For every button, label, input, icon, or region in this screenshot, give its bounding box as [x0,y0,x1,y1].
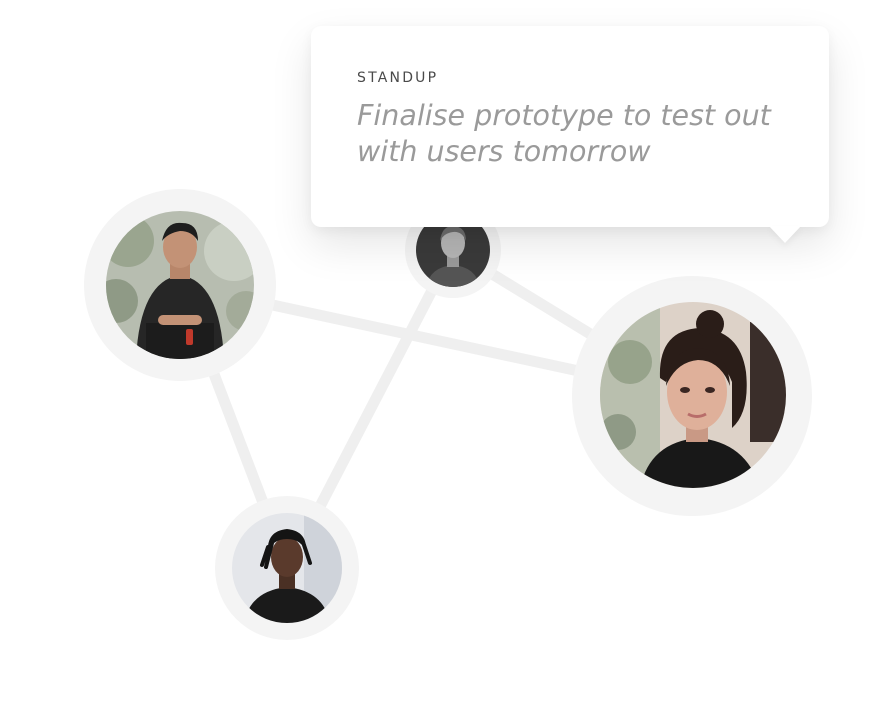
person-node-man-left[interactable] [84,189,276,381]
young-woman-dark-hair-photo-icon [600,302,786,488]
standup-tooltip: STANDUP Finalise prototype to test out w… [311,26,829,243]
avatar [232,513,342,623]
man-dreadlocks-photo-icon [232,513,342,623]
tooltip-message: Finalise prototype to test out with user… [357,99,771,168]
tooltip-label: STANDUP [357,70,439,86]
avatar [600,302,786,488]
avatar [106,211,254,359]
man-in-black-tshirt-photo-icon [106,211,254,359]
person-node-woman-right[interactable] [572,276,812,516]
person-node-man-bottom[interactable] [215,496,359,640]
tooltip-pointer [769,226,801,243]
